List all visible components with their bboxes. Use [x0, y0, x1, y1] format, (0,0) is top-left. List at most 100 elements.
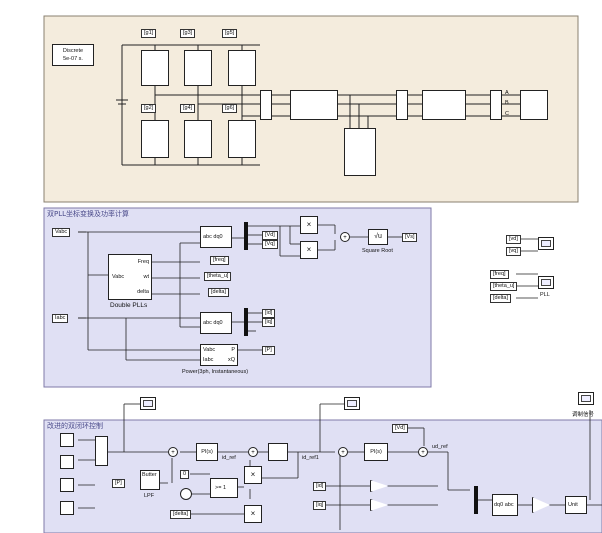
inverter-filter-inductor[interactable]	[290, 90, 338, 120]
product-droop[interactable]: ×	[244, 466, 262, 484]
goto-vs[interactable]: [Vs]	[402, 233, 418, 242]
power-3ph-block[interactable]: Vabc Iabc P xQ	[200, 344, 238, 366]
modulation-scope-label: 调制信号	[572, 412, 595, 418]
power-port-q: xQ	[227, 357, 235, 363]
pi-outer-1-label: PI(s)	[201, 449, 213, 455]
dq0-to-abc[interactable]: dq0 abc	[492, 494, 518, 516]
lpf-top-label: Butter	[142, 472, 157, 478]
goto-vd[interactable]: [Vd]	[262, 231, 278, 240]
mux-dq0[interactable]	[474, 486, 478, 514]
constant-zero[interactable]: 0	[180, 470, 190, 479]
vabc-input-tag[interactable]: Vabc	[52, 228, 71, 237]
step-source-3[interactable]	[60, 478, 74, 492]
switch-threshold: >= 1	[215, 485, 227, 491]
id-ref1-label: id_ref1	[302, 455, 319, 461]
sum-power-error[interactable]: +	[168, 447, 178, 457]
pll-port-vabc: Vabc	[112, 274, 125, 280]
gate-tag-g2[interactable]: [g2]	[141, 104, 157, 113]
power-port-p: P	[231, 347, 235, 353]
from-theta-u[interactable]: [theta_u]	[490, 282, 518, 291]
gate-tag-g3[interactable]: [g3]	[180, 29, 196, 38]
igbt-switch-1[interactable]	[141, 50, 169, 86]
goto-theta-u[interactable]: [theta_u]	[204, 272, 232, 281]
vi-measurement-1[interactable]	[260, 90, 272, 120]
sum-id-ref[interactable]: +	[248, 447, 258, 457]
power-port-vabc: Vabc	[203, 347, 216, 353]
product-vq[interactable]: ×	[300, 241, 318, 259]
grid-line-inductor[interactable]	[422, 90, 466, 120]
step-source-4[interactable]	[60, 501, 74, 515]
step-source-1[interactable]	[60, 433, 74, 447]
from-delta-ctrl[interactable]: [delta]	[170, 510, 191, 519]
pi-outer-1[interactable]: PI(s)	[196, 443, 218, 461]
powergui-mode: Discrete	[62, 48, 84, 54]
power-block-label: Power(3ph, Instantaneous)	[182, 369, 249, 375]
control-area-title: 改进的双闭环控制	[47, 422, 103, 430]
double-pll-block[interactable]: Vabc Freq wt delta	[108, 254, 152, 300]
abc-to-dq0-current[interactable]: abc dq0	[200, 312, 232, 334]
iabc-input-tag[interactable]: Iabc	[52, 314, 69, 323]
goto-vq[interactable]: [Vq]	[262, 240, 278, 249]
goto-delta[interactable]: [delta]	[208, 288, 229, 297]
igbt-switch-3[interactable]	[184, 50, 212, 86]
vi-measurement-3[interactable]	[490, 90, 502, 120]
saturation-block[interactable]	[268, 443, 288, 461]
sum-current-error[interactable]: +	[338, 447, 348, 457]
mux-sources[interactable]	[95, 436, 108, 466]
gate-tag-g6[interactable]: [g6]	[222, 104, 238, 113]
powergui-step: 5e-07 s.	[63, 56, 83, 62]
vdq-scope[interactable]	[538, 237, 554, 250]
from-vd-ctrl[interactable]: [Vd]	[392, 424, 408, 433]
output-scope-1[interactable]	[140, 397, 156, 410]
goto-freq[interactable]: [freq]	[210, 256, 229, 265]
clock-block[interactable]	[180, 488, 192, 500]
demux-voltage[interactable]	[244, 222, 248, 250]
from-id-ctrl[interactable]: [id]	[313, 482, 327, 491]
from-p[interactable]: [P]	[112, 479, 125, 488]
product-delta[interactable]: ×	[244, 505, 262, 523]
goto-iq[interactable]: [iq]	[262, 318, 276, 327]
vi-measurement-2[interactable]	[396, 90, 408, 120]
pll-scope-label: PLL	[540, 292, 550, 298]
from-freq[interactable]: [freq]	[490, 270, 509, 279]
from-iq-ctrl[interactable]: [iq]	[313, 501, 327, 510]
igbt-switch-6[interactable]	[228, 120, 256, 158]
step-source-2[interactable]	[60, 455, 74, 469]
modulation-scope[interactable]	[578, 392, 594, 405]
from-vq[interactable]: [vq]	[506, 247, 521, 256]
demux-current[interactable]	[244, 308, 248, 336]
pll-area-title: 双PLL坐标变换及功率计算	[47, 210, 130, 218]
pll-scope[interactable]	[538, 276, 554, 289]
gate-tag-g1[interactable]: [g1]	[141, 29, 157, 38]
pi-inner[interactable]: PI(s)	[364, 443, 388, 461]
product-vd[interactable]: ×	[300, 216, 318, 234]
output-scope-2[interactable]	[344, 397, 360, 410]
square-root-label: Square Root	[362, 248, 393, 254]
pll-port-wt: wt	[143, 274, 150, 280]
igbt-switch-4[interactable]	[184, 120, 212, 158]
lpf-block[interactable]: Butter	[140, 470, 160, 490]
from-vd[interactable]: [vd]	[506, 235, 521, 244]
lpf-label: LPF	[144, 493, 155, 499]
id-ref-label: id_ref	[222, 455, 236, 461]
grid-source[interactable]	[520, 90, 548, 120]
pll-port-delta: delta	[137, 289, 149, 295]
gate-tag-g4[interactable]: [g4]	[180, 104, 196, 113]
powergui-block[interactable]: Discrete 5e-07 s.	[52, 44, 94, 66]
abc-to-dq0-voltage[interactable]: abc dq0	[200, 226, 232, 248]
goto-p[interactable]: [P]	[262, 346, 275, 355]
goto-id[interactable]: [id]	[262, 309, 276, 318]
igbt-switch-2[interactable]	[141, 120, 169, 158]
ud-ref-label: ud_ref	[432, 444, 448, 450]
unit-delay-block[interactable]: Unit	[565, 496, 587, 514]
sum-ud-ref[interactable]: +	[418, 447, 428, 457]
switch-block[interactable]: >= 1	[210, 478, 238, 498]
dq0-abc-label: dq0 abc	[494, 502, 514, 508]
sum-squares[interactable]: +	[340, 232, 350, 242]
gate-tag-g5[interactable]: [g5]	[222, 29, 238, 38]
from-delta[interactable]: [delta]	[490, 294, 511, 303]
square-root-block[interactable]: √u	[368, 229, 388, 245]
filter-capacitor[interactable]	[344, 128, 376, 176]
igbt-switch-5[interactable]	[228, 50, 256, 86]
